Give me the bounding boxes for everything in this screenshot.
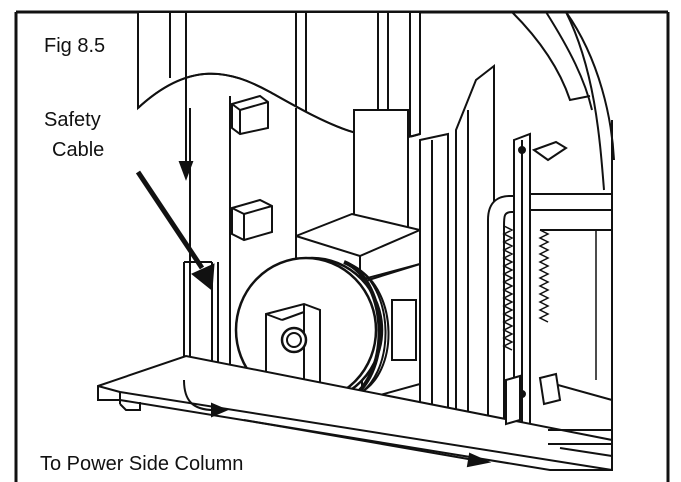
lock-release-bracket [505, 372, 562, 426]
callout-label-line-2: Cable [52, 139, 105, 161]
direction-caption: To Power Side Column [40, 453, 244, 475]
route-arrow [243, 419, 492, 468]
curved-route-arrow [183, 379, 229, 418]
base-plate [97, 354, 613, 471]
right-curved-panel [511, 11, 615, 470]
callout-arrow [135, 170, 215, 291]
main-uprights [419, 63, 495, 449]
figure-title: Fig 8.5 [44, 35, 106, 57]
down-arrow [178, 12, 194, 181]
callout-label-line-1: Safety [44, 109, 101, 131]
column-blocks [231, 94, 273, 242]
ratchet-teeth [502, 225, 597, 380]
